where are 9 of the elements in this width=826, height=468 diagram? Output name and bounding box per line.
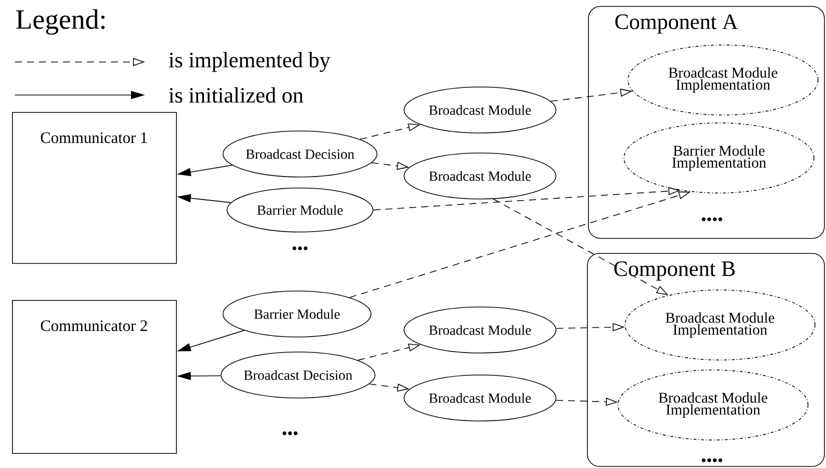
ellipsis: ••• [282,431,298,436]
ellipsis: •••• [702,458,722,462]
legend-text: is initialized on [168,87,304,103]
legend-title: Legend: [16,9,105,35]
ellipsis: •••• [702,217,722,222]
legend-text: is implemented by [168,52,330,72]
ellipsis: ••• [292,246,308,250]
communicator-box: Communicator 1 [12,112,177,264]
communicator-box: Communicator 2 [12,300,177,454]
